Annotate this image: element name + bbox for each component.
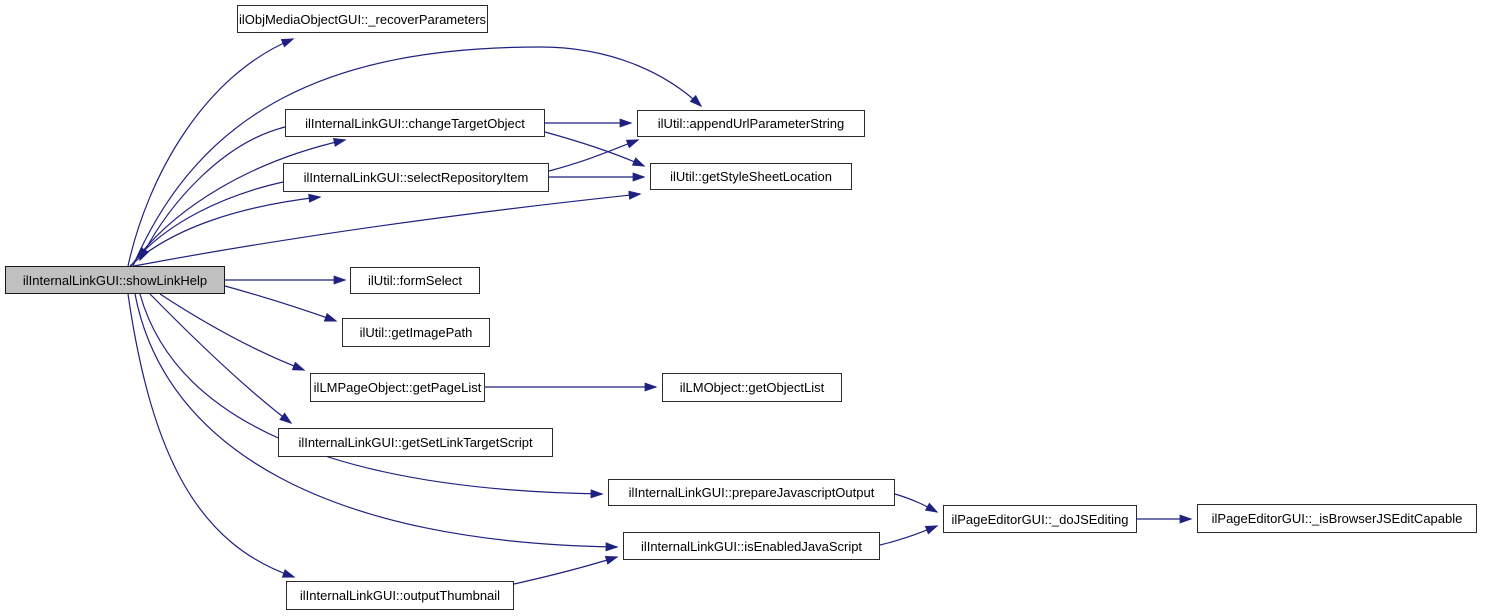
edge-show-to-change [130, 138, 347, 267]
edge-show-to-getPageList [159, 293, 306, 371]
edge-change-to-show [139, 126, 286, 262]
node-getPageList[interactable]: ilLMPageObject::getPageList [310, 373, 485, 402]
node-select[interactable]: ilInternalLinkGUI::selectRepositoryItem [283, 163, 549, 192]
node-isEnabled[interactable]: ilInternalLinkGUI::isEnabledJavaScript [623, 532, 880, 560]
edge-isEnabled-to-doJS [879, 525, 939, 546]
node-prepareJS[interactable]: ilInternalLinkGUI::prepareJavascriptOutp… [608, 479, 895, 506]
edge-show-to-getImage [224, 285, 338, 322]
node-formSelect[interactable]: ilUtil::formSelect [350, 267, 480, 294]
node-getStyle[interactable]: ilUtil::getStyleSheetLocation [650, 163, 852, 190]
edge-show-to-getSetLink [149, 293, 293, 424]
edge-show-to-getStyle [133, 190, 642, 267]
edge-prepareJS-to-doJS [894, 493, 939, 513]
node-recover[interactable]: ilObjMediaObjectGUI::_recoverParameters [237, 5, 488, 33]
node-getSetLink[interactable]: ilInternalLinkGUI::getSetLinkTargetScrip… [278, 428, 553, 457]
node-change[interactable]: ilInternalLinkGUI::changeTargetObject [285, 109, 545, 137]
node-doJS[interactable]: ilPageEditorGUI::_doJSEditing [943, 505, 1137, 533]
node-show[interactable]: ilInternalLinkGUI::showLinkHelp [5, 266, 225, 294]
node-isBrowser[interactable]: ilPageEditorGUI::_isBrowserJSEditCapable [1197, 504, 1477, 533]
node-appendUrl[interactable]: ilUtil::appendUrlParameterString [637, 110, 865, 137]
edge-outputThumb-to-isEnabled [513, 556, 619, 585]
node-getImage[interactable]: ilUtil::getImagePath [342, 318, 490, 347]
node-outputThumb[interactable]: ilInternalLinkGUI::outputThumbnail [286, 581, 514, 610]
edge-show-to-recover [127, 38, 295, 267]
node-getObjList[interactable]: ilLMObject::getObjectList [662, 373, 842, 402]
edge-show-to-isEnabled [134, 293, 619, 552]
edge-group [127, 38, 1193, 585]
edge-select-to-show [135, 181, 284, 260]
edge-show-to-select [129, 193, 322, 267]
edge-show-to-appendUrl [132, 46, 703, 267]
edge-select-to-appendUrl [548, 139, 640, 172]
edge-change-to-getStyle [544, 131, 646, 167]
edge-show-to-outputThumb [127, 293, 296, 578]
